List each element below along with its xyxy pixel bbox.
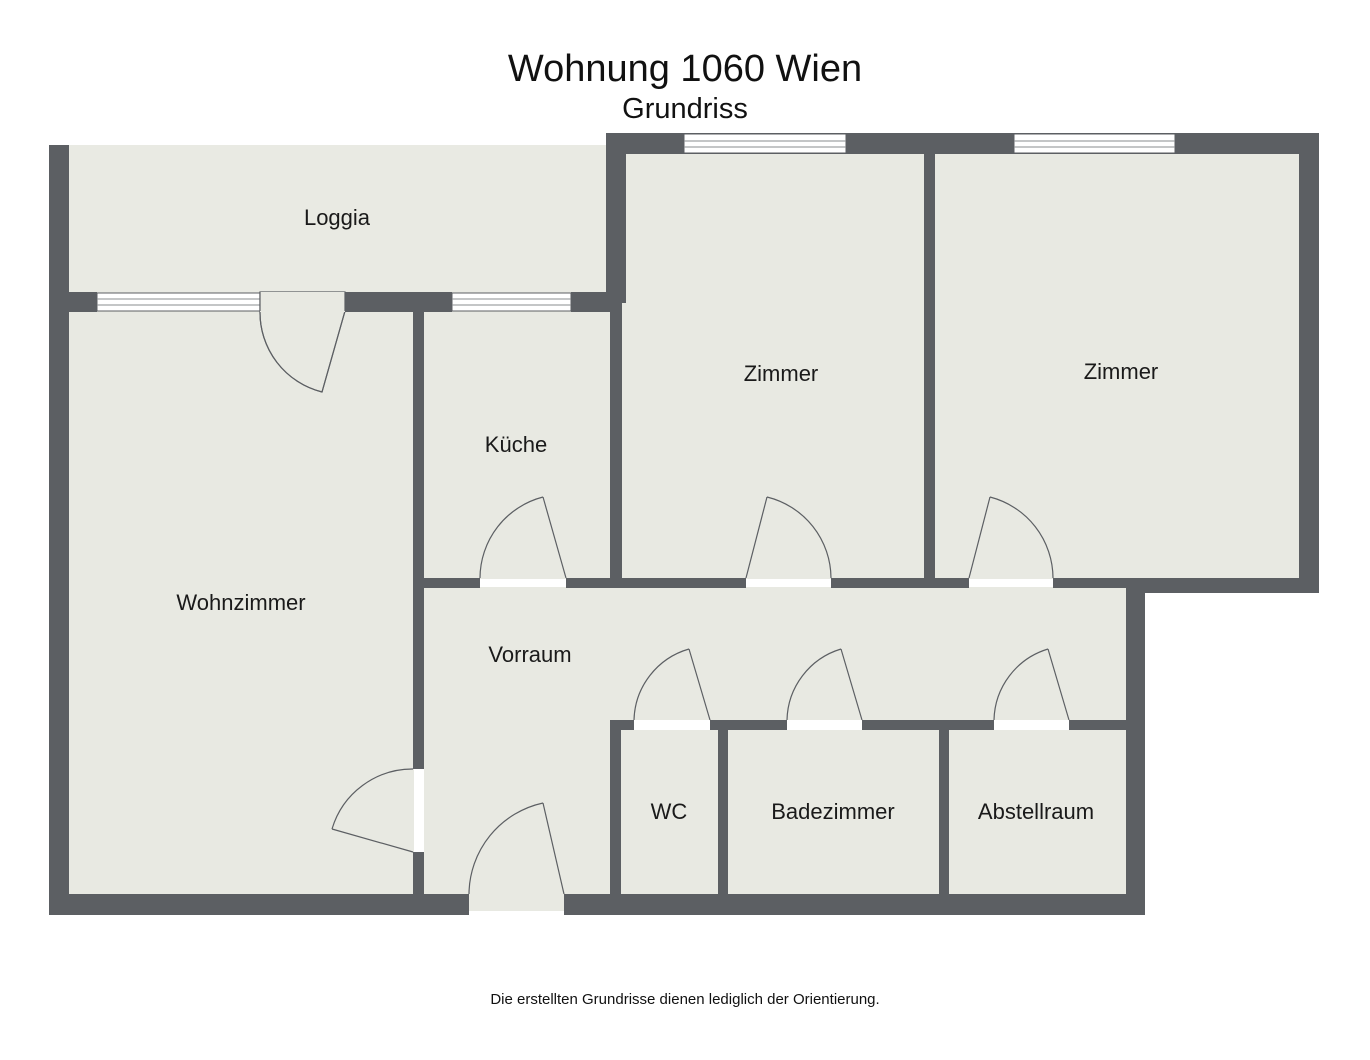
disclaimer-note: Die erstellten Grundrisse dienen ledigli… (490, 991, 880, 1008)
wall-bath-top-a (610, 720, 634, 730)
entrance-gap-floor (468, 895, 565, 911)
door-arc (331, 768, 414, 830)
doors (259, 291, 1070, 895)
wall-bath-top-b (710, 720, 787, 730)
wall-wohnzimmer-right-b (413, 852, 424, 895)
wall-wc-left (610, 720, 621, 900)
door-leaf (331, 828, 414, 853)
window-zimmer-1 (683, 133, 847, 154)
window-zimmer-2 (1013, 133, 1176, 154)
wall-bad-right (939, 720, 949, 900)
door-leaf (542, 802, 565, 895)
wall-right-upper (1299, 133, 1319, 593)
label-zimmer-2: Zimmer (1084, 359, 1159, 384)
label-loggia: Loggia (304, 205, 371, 230)
door-arc (786, 648, 842, 721)
wall-loggia-bottom-c (571, 292, 611, 312)
kueche-floor (424, 311, 610, 579)
wall-bottom-right (564, 894, 1145, 915)
label-wohnzimmer: Wohnzimmer (176, 590, 305, 615)
door-arc (468, 802, 544, 895)
plan-subtitle: Grundriss (622, 93, 748, 125)
badezimmer-floor (728, 730, 939, 895)
windows (96, 133, 1176, 312)
wall-loggia-bottom-b (345, 292, 452, 312)
plan-title: Wohnung 1060 Wien (507, 48, 863, 90)
wall-hall-top-a (424, 578, 480, 588)
door-frame (260, 292, 345, 312)
wc-floor (621, 730, 718, 895)
wall-loggia-bottom-a (49, 292, 97, 312)
door-arc (479, 496, 544, 579)
wall-wc-right (718, 720, 728, 900)
door-arc (259, 310, 323, 393)
wall-bath-top-c (862, 720, 994, 730)
wall-left-outer (49, 145, 69, 915)
door-leaf (745, 496, 768, 579)
door-leaf (542, 496, 567, 579)
label-abstellraum: Abstellraum (978, 799, 1094, 824)
door-leaf (1047, 648, 1070, 721)
wohnzimmer-floor (68, 311, 414, 895)
wall-kueche-right (610, 292, 622, 587)
door-arc (993, 648, 1049, 721)
abstellraum-floor (949, 730, 1127, 895)
door-arc (766, 496, 832, 579)
vorraum-floor-a (424, 587, 1127, 720)
wall-loggia-step (606, 133, 626, 303)
wall-hall-top-d (1053, 578, 1133, 588)
window-kueche (451, 292, 572, 312)
label-vorraum: Vorraum (488, 642, 571, 667)
door-leaf (688, 648, 711, 721)
wall-hall-top-b (566, 578, 746, 588)
vorraum-floor-b (424, 720, 610, 895)
wall-wohnzimmer-right-a (413, 311, 424, 769)
door-leaf (840, 648, 863, 721)
floors (68, 145, 1300, 911)
label-badezimmer: Badezimmer (771, 799, 894, 824)
zimmer-1-floor (622, 153, 924, 579)
wall-bottom-left (49, 894, 469, 915)
door-leaf (968, 496, 991, 579)
window-lines (97, 140, 1175, 306)
wall-bath-top-d (1069, 720, 1129, 730)
wall-right-lower (1126, 587, 1145, 915)
zimmer-2-floor (935, 153, 1300, 579)
wall-hall-top-c (831, 578, 969, 588)
window-wohnzimmer (96, 292, 261, 312)
wall-zimmer-divider (924, 153, 935, 587)
loggia-floor (68, 145, 606, 293)
door-arc (633, 648, 690, 721)
door-leaf (321, 310, 346, 393)
label-zimmer-1: Zimmer (744, 361, 819, 386)
door-arc (989, 496, 1054, 579)
room-labels: Loggia Wohnzimmer Küche Zimmer Zimmer Vo… (176, 205, 1158, 824)
label-kueche: Küche (485, 432, 547, 457)
label-wc: WC (651, 799, 688, 824)
wall-right-step (1126, 578, 1319, 593)
